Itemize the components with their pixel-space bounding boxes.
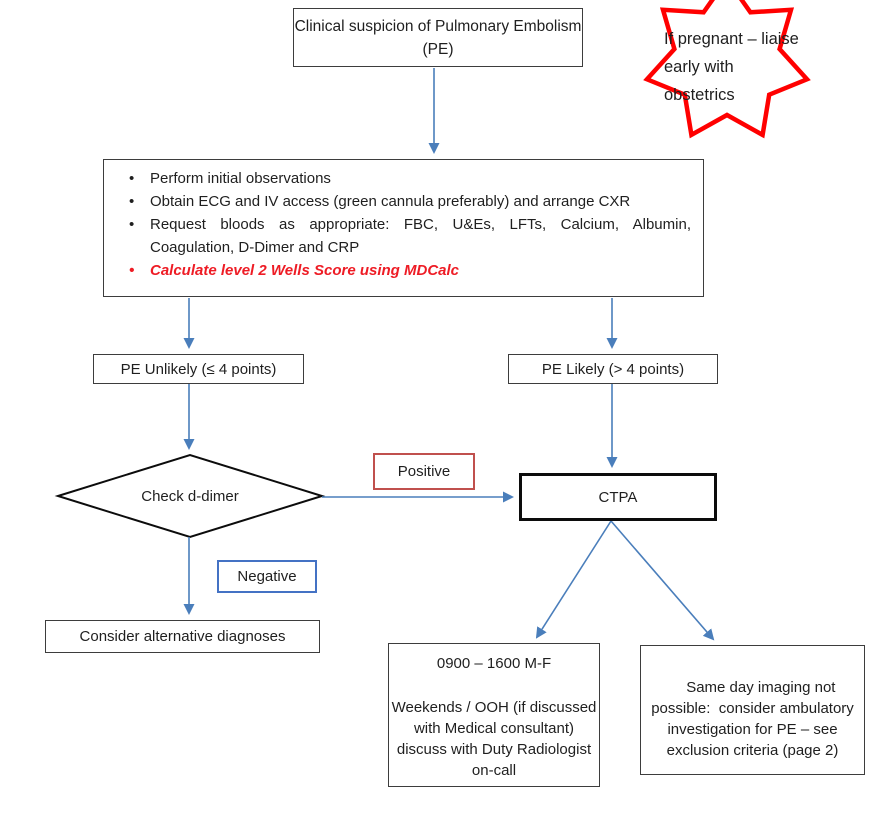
pe-unlikely-box: PE Unlikely (≤ 4 points) <box>93 354 304 384</box>
ctpa-box: CTPA <box>519 473 717 521</box>
same-day-imaging-text: Same day imaging not possible: consider … <box>651 679 858 759</box>
positive-text: Positive <box>397 463 451 480</box>
radiology-hours-box: 0900 – 1600 M-F Weekends / OOH (if discu… <box>388 643 600 787</box>
bullet-text-line2: Coagulation, D-Dimer and CRP <box>150 239 360 256</box>
bullet-text: Perform initial observations <box>150 170 331 187</box>
bullet-icon: • <box>129 193 135 210</box>
connector-ctpa-to-sameday <box>610 520 715 641</box>
initial-actions-box: • Perform initial observations • Obtain … <box>103 159 704 297</box>
negative-text: Negative <box>237 568 297 585</box>
radiology-hours-line1: 0900 – 1600 M-F <box>436 655 552 672</box>
consider-alternative-text: Consider alternative diagnoses <box>79 628 286 645</box>
decision-diamond-shape <box>54 453 326 539</box>
bullet-item: • Obtain ECG and IV access (green cannul… <box>129 190 691 213</box>
consider-alternative-box: Consider alternative diagnoses <box>45 620 320 653</box>
radiology-hours-line2: Weekends / OOH (if discussed with Medica… <box>391 699 597 779</box>
pregnant-alert-text: If pregnant – liaise early with obstetri… <box>664 30 799 104</box>
ctpa-text: CTPA <box>598 488 638 506</box>
check-ddimer-label: Check d-dimer <box>58 455 322 537</box>
clinical-suspicion-box: Clinical suspicion of Pulmonary Embolism… <box>293 8 583 67</box>
pregnant-star-shape <box>643 0 811 139</box>
bullet-item: • Request bloods as appropriate: FBC, U&… <box>129 213 691 259</box>
bullet-item-wells-score: • Calculate level 2 Wells Score using MD… <box>129 259 691 282</box>
bullet-text: Request bloods as appropriate: FBC, U&Es… <box>150 213 691 259</box>
bullet-item: • Perform initial observations <box>129 167 691 190</box>
bullet-text-line1: Request bloods as appropriate: FBC, U&Es… <box>150 216 691 233</box>
same-day-imaging-box: Same day imaging not possible: consider … <box>640 645 865 775</box>
check-ddimer-text: Check d-dimer <box>141 487 239 505</box>
bullet-text: Calculate level 2 Wells Score using MDCa… <box>150 262 460 279</box>
bullet-icon: • <box>129 262 135 279</box>
pe-unlikely-text: PE Unlikely (≤ 4 points) <box>120 360 277 378</box>
positive-label-box: Positive <box>373 453 475 490</box>
pe-likely-box: PE Likely (> 4 points) <box>508 354 718 384</box>
pe-likely-text: PE Likely (> 4 points) <box>541 360 685 378</box>
bullet-icon: • <box>129 170 135 187</box>
bullet-text: Obtain ECG and IV access (green cannula … <box>150 193 631 210</box>
connector-ctpa-to-radiology <box>535 520 612 639</box>
clinical-suspicion-text: Clinical suspicion of Pulmonary Embolism… <box>294 17 582 58</box>
negative-label-box: Negative <box>217 560 317 593</box>
bullet-icon: • <box>129 216 135 233</box>
